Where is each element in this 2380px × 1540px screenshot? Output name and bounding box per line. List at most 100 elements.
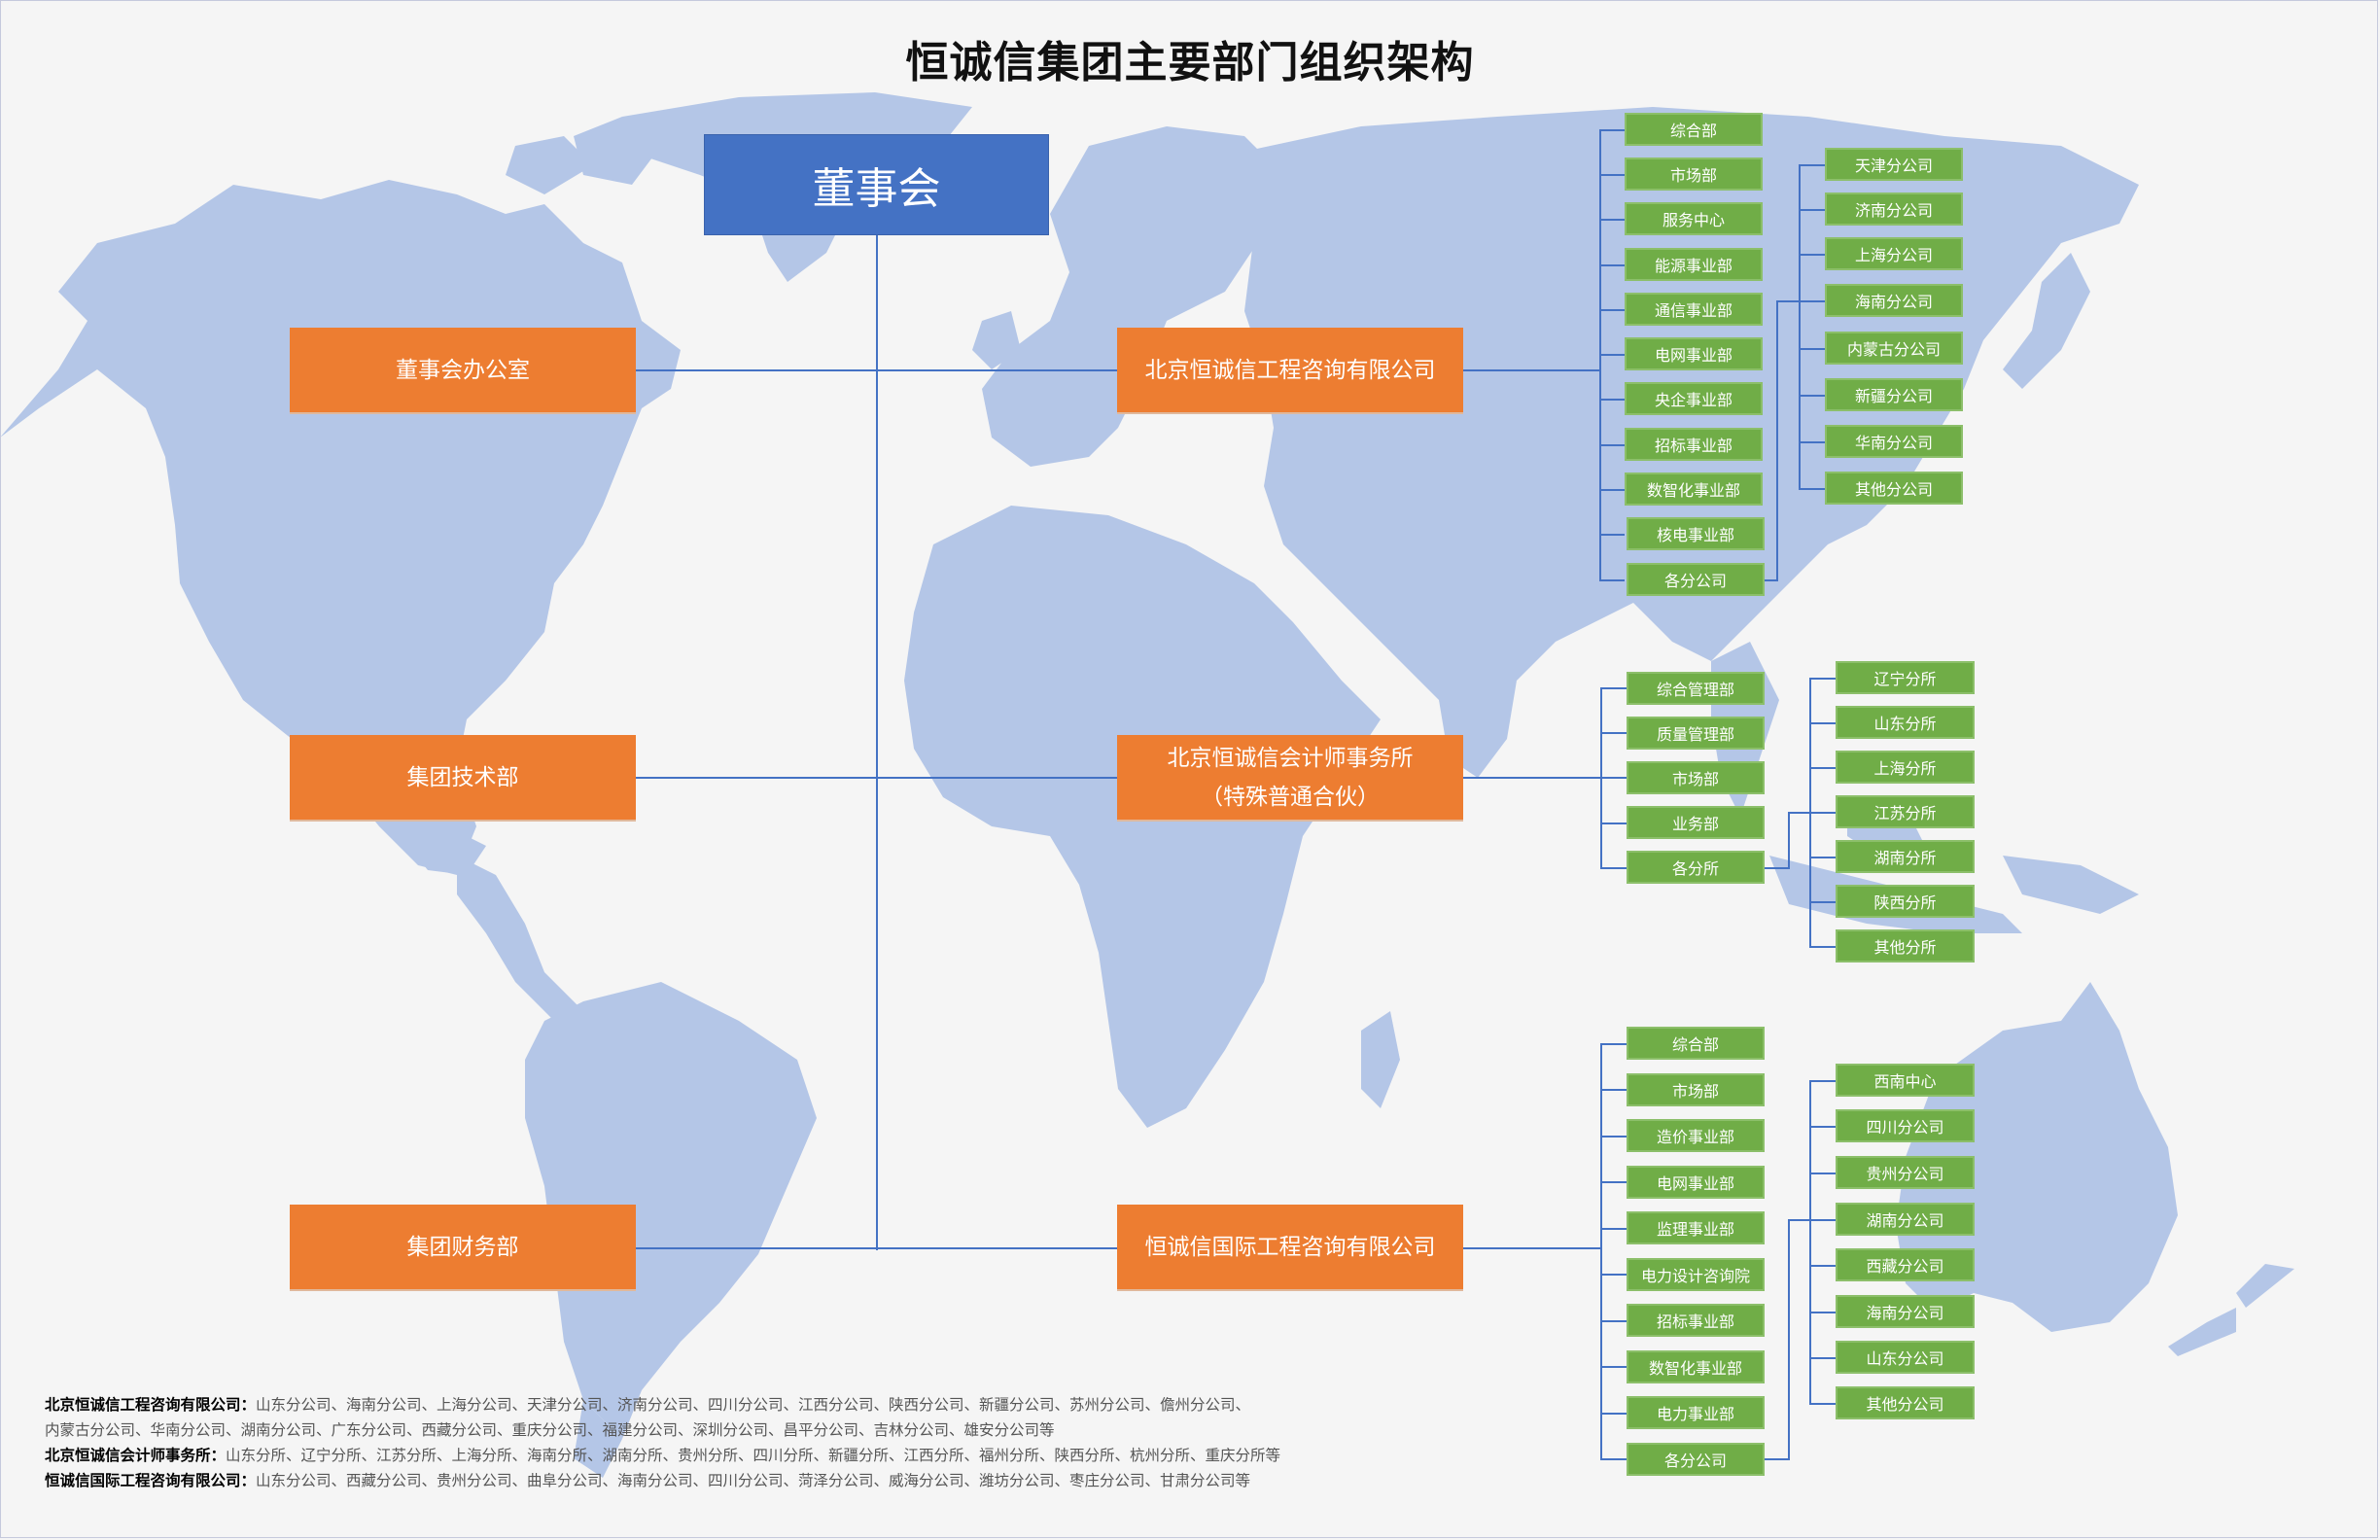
tick <box>1809 857 1836 858</box>
tick <box>1600 1043 1627 1045</box>
tick <box>1799 300 1825 302</box>
dept-box: 招标事业部 <box>1625 428 1763 461</box>
group2-branch-link-v <box>1788 812 1790 869</box>
tick <box>1809 1219 1836 1221</box>
branch-footnotes: 北京恒诚信工程咨询有限公司：山东分公司、海南分公司、上海分公司、天津分公司、济南… <box>45 1392 1280 1493</box>
tick <box>1799 209 1825 211</box>
dept-box: 电力设计咨询院 <box>1627 1258 1765 1291</box>
tick <box>1809 678 1836 680</box>
tick <box>1809 1172 1836 1174</box>
connector-row-3 <box>636 1247 1117 1249</box>
group3-connector-in <box>1463 1247 1602 1249</box>
footnote-text: 山东分公司、西藏分公司、贵州分公司、曲阜分公司、海南分公司、四川分公司、菏泽分公… <box>256 1472 1251 1489</box>
division-label: 集团财务部 <box>406 1234 519 1260</box>
tick <box>1600 822 1627 824</box>
division-label: 恒诚信国际工程咨询有限公司 <box>1144 1234 1436 1260</box>
dept-box: 服务中心 <box>1625 202 1763 235</box>
tick <box>1599 174 1625 176</box>
footnote-label: 恒诚信国际工程咨询有限公司： <box>45 1472 257 1489</box>
branch-box: 江苏分所 <box>1836 795 1975 828</box>
division-label: 北京恒诚信会计师事务所 <box>1167 745 1414 771</box>
group3-branch-link-h2 <box>1788 1219 1810 1221</box>
footnote-row: 恒诚信国际工程咨询有限公司：山东分公司、西藏分公司、贵州分公司、曲阜分公司、海南… <box>45 1468 1280 1493</box>
footnote-label: 北京恒诚信工程咨询有限公司： <box>45 1396 257 1414</box>
tick <box>1799 488 1825 490</box>
group3-dept-spine <box>1600 1043 1602 1460</box>
division-finance-dept: 集团财务部 <box>290 1205 636 1291</box>
dept-box: 市场部 <box>1627 1073 1765 1106</box>
branch-box: 天津分公司 <box>1825 148 1963 181</box>
tick <box>1809 1403 1836 1405</box>
branch-box: 济南分公司 <box>1825 192 1963 226</box>
south-america-shape <box>525 982 817 1439</box>
branch-box: 其他分所 <box>1836 929 1975 962</box>
tick <box>1600 1458 1627 1460</box>
dept-box: 造价事业部 <box>1627 1119 1765 1152</box>
branch-box: 山东分公司 <box>1836 1341 1975 1374</box>
footnote-row: 北京恒诚信工程咨询有限公司：山东分公司、海南分公司、上海分公司、天津分公司、济南… <box>45 1392 1280 1418</box>
dept-box: 市场部 <box>1627 761 1765 794</box>
tick <box>1599 264 1625 266</box>
branch-box: 四川分公司 <box>1836 1109 1975 1142</box>
group3-branch-link-v <box>1788 1219 1790 1460</box>
dept-box: 数智化事业部 <box>1625 472 1763 506</box>
tick <box>1600 1181 1627 1183</box>
tick <box>1809 812 1836 814</box>
branch-box: 湖南分所 <box>1836 840 1975 873</box>
tick <box>1799 254 1825 256</box>
tick <box>1809 767 1836 769</box>
group1-branch-spine <box>1799 164 1801 489</box>
board-box: 董事会 <box>704 134 1049 235</box>
tick <box>1600 777 1627 779</box>
division-label: 北京恒诚信工程咨询有限公司 <box>1144 357 1436 383</box>
tick <box>1600 687 1627 689</box>
branch-box: 内蒙古分公司 <box>1825 332 1963 365</box>
tick <box>1600 867 1627 869</box>
division-accounting-firm: 北京恒诚信会计师事务所 （特殊普通合伙） <box>1117 735 1463 822</box>
dept-box: 通信事业部 <box>1625 293 1763 326</box>
division-label: 董事会办公室 <box>396 357 530 383</box>
dept-box: 各分公司 <box>1627 1443 1765 1476</box>
tick <box>1600 1413 1627 1415</box>
dept-box: 业务部 <box>1627 806 1765 839</box>
dept-box: 数智化事业部 <box>1627 1350 1765 1383</box>
branch-box: 海南分公司 <box>1825 284 1963 317</box>
connector-row-1 <box>636 369 1117 371</box>
tick <box>1809 1312 1836 1313</box>
tick <box>1599 444 1625 446</box>
dept-box: 电网事业部 <box>1625 337 1763 370</box>
tick <box>1799 348 1825 350</box>
branch-box: 西南中心 <box>1836 1064 1975 1097</box>
dept-box: 电力事业部 <box>1627 1396 1765 1429</box>
branch-box: 西藏分公司 <box>1836 1248 1975 1281</box>
group2-connector-in <box>1463 777 1602 779</box>
division-sublabel: （特殊普通合伙） <box>1201 784 1380 810</box>
tick <box>1600 1089 1627 1091</box>
tick <box>1799 164 1825 166</box>
tick <box>1599 489 1625 491</box>
tick <box>1809 901 1836 903</box>
dept-box: 综合部 <box>1625 113 1763 146</box>
dept-box: 电网事业部 <box>1627 1166 1765 1199</box>
dept-box: 能源事业部 <box>1625 248 1763 281</box>
group1-connector-in <box>1463 369 1601 371</box>
group2-branch-link-h2 <box>1788 812 1810 814</box>
footnote-row: 北京恒诚信会计师事务所：山东分所、辽宁分所、江苏分所、上海分所、海南分所、湖南分… <box>45 1443 1280 1468</box>
branch-box: 上海分所 <box>1836 751 1975 784</box>
dept-box: 市场部 <box>1625 158 1763 191</box>
branch-box: 辽宁分所 <box>1836 661 1975 694</box>
connector-trunk <box>876 235 878 1250</box>
group1-branch-link-h1 <box>1763 579 1778 581</box>
footnote-text: 山东分所、辽宁分所、江苏分所、上海分所、海南分所、湖南分所、贵州分所、四川分所、… <box>226 1447 1281 1464</box>
footnote-row: 内蒙古分公司、华南分公司、湖南分公司、广东分公司、西藏分公司、重庆分公司、福建分… <box>45 1418 1280 1443</box>
tick <box>1600 1320 1627 1322</box>
footnote-text: 内蒙古分公司、华南分公司、湖南分公司、广东分公司、西藏分公司、重庆分公司、福建分… <box>45 1421 1055 1439</box>
branch-box: 贵州分公司 <box>1836 1156 1975 1189</box>
tick <box>1599 399 1625 401</box>
page-title: 恒诚信集团主要部门组织架构 <box>905 38 1475 88</box>
division-board-office: 董事会办公室 <box>290 328 636 414</box>
division-international-consulting: 恒诚信国际工程咨询有限公司 <box>1117 1205 1463 1291</box>
branch-box: 陕西分所 <box>1836 885 1975 918</box>
division-tech-dept: 集团技术部 <box>290 735 636 822</box>
